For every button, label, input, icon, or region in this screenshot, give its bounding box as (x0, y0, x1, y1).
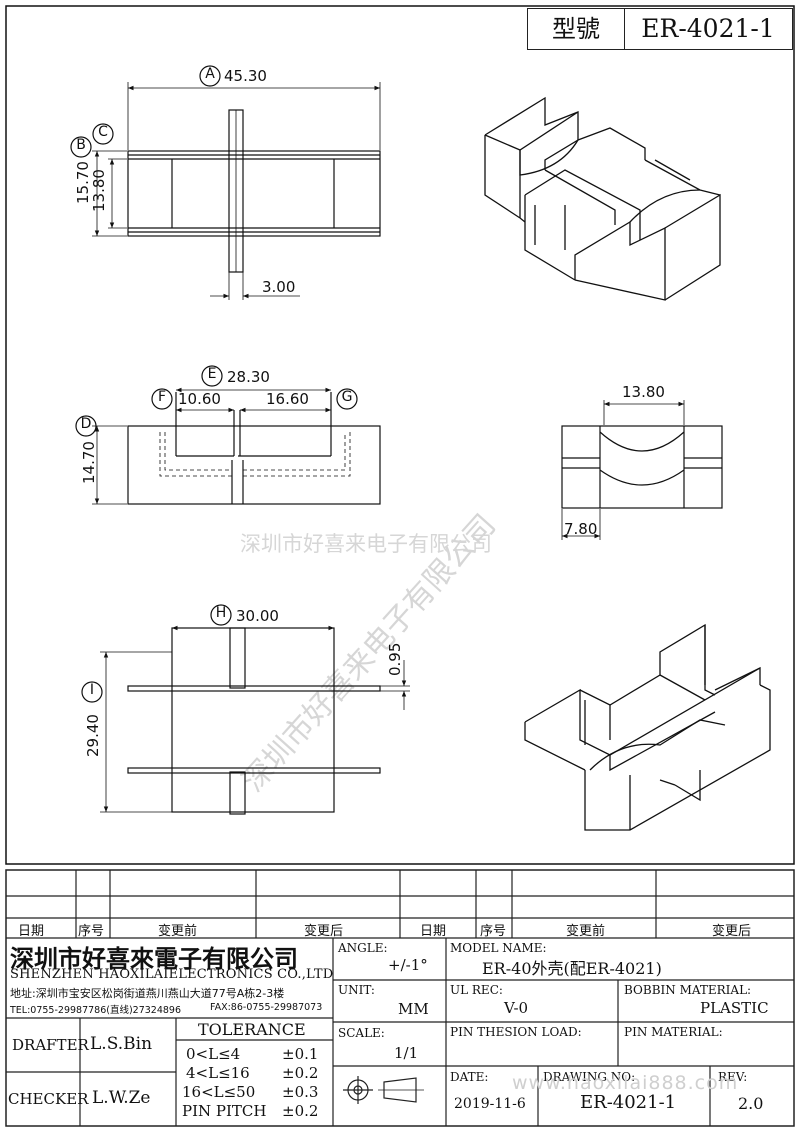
watermark-horizontal: 深圳市好喜来电子有限公司 (240, 532, 492, 556)
dim-side-bottom: 7.80 (564, 520, 598, 538)
tol-range-4: PIN PITCH (182, 1102, 267, 1120)
dim-f-value: 10.60 (178, 390, 221, 408)
company-name-en: SHENZHEN HAOXILAIELECTRONICS CO.,LTD (10, 967, 334, 982)
company-tel: TEL:0755-29987786(直线)27324896 (10, 1005, 182, 1016)
dim-b-tag: B (76, 137, 86, 153)
angle-value: +/-1° (388, 956, 428, 974)
drawing-views (5, 5, 795, 865)
model-name-label: MODEL NAME: (450, 941, 547, 955)
iso-view-1 (484, 96, 721, 301)
dim-pin-value: 3.00 (262, 278, 296, 296)
dim-h-value: 30.00 (236, 607, 279, 625)
tol-value-3: ±0.3 (282, 1083, 319, 1101)
tolerance-label: TOLERANCE (198, 1020, 306, 1039)
unit-label: UNIT: (338, 983, 375, 997)
model-box: 型號 ER-4021-1 (527, 8, 793, 50)
rev-before-label-1: 变更前 (158, 924, 198, 939)
pin-material-label: PIN MATERIAL: (624, 1025, 723, 1039)
unit-value: MM (398, 1000, 429, 1018)
dim-g-value: 16.60 (266, 390, 309, 408)
model-value: ER-4021-1 (641, 14, 775, 43)
rev-date-label-1: 日期 (18, 924, 45, 939)
scale-label: SCALE: (338, 1026, 385, 1040)
url-watermark: www.haoxilai888.com (512, 1072, 739, 1094)
rev-after-label-1: 变更后 (304, 924, 344, 939)
angle-label: ANGLE: (338, 941, 388, 955)
drafter-value: L.S.Bin (90, 1034, 153, 1054)
bobbin-material-value: PLASTIC (700, 999, 769, 1017)
tol-value-4: ±0.2 (282, 1102, 319, 1120)
rev-seq-label-1: 序号 (78, 924, 105, 939)
company-name-cn: 深圳市好喜來電子有限公司 (10, 944, 298, 973)
tol-value-2: ±0.2 (282, 1064, 319, 1082)
bobbin-material-label: BOBBIN MATERIAL: (624, 983, 752, 997)
tol-range-2: 4<L≤16 (186, 1064, 250, 1082)
tol-range-3: 16<L≤50 (182, 1083, 256, 1101)
date-label: DATE: (450, 1070, 489, 1084)
checker-value: L.W.Ze (92, 1088, 151, 1108)
rev-date-label-2: 日期 (420, 924, 447, 939)
iso-view-2 (524, 623, 771, 831)
rev-seq-label-2: 序号 (480, 924, 507, 939)
ul-value: V-0 (504, 999, 529, 1017)
dim-h-tag: H (215, 605, 227, 621)
dim-e-tag: E (207, 366, 217, 382)
drawing-no-label: DRAWING NO: (543, 1070, 636, 1084)
dim-a-tag: A (205, 66, 215, 82)
dim-i-tag: I (89, 682, 95, 698)
front-view (127, 392, 381, 505)
drafter-label: DRAFTER (12, 1036, 89, 1054)
pin-load-label: PIN THESION LOAD: (450, 1025, 582, 1039)
checker-label: CHECKER (8, 1090, 89, 1108)
dim-f-tag: F (157, 389, 167, 405)
dim-c-tag: C (98, 124, 108, 140)
rev-before-label-2: 变更前 (566, 924, 606, 939)
tol-value-1: ±0.1 (282, 1045, 319, 1063)
ul-label: UL REC: (450, 983, 503, 997)
rev-value: 2.0 (738, 1094, 764, 1113)
scale-value: 1/1 (394, 1044, 419, 1062)
frame (5, 5, 795, 865)
rev-after-label-2: 变更后 (712, 924, 752, 939)
dim-a-value: 45.30 (224, 67, 267, 85)
model-label: 型號 (528, 9, 625, 49)
top-view (127, 109, 381, 273)
company-fax: FAX:86-0755-29987073 (210, 1002, 323, 1013)
model-name-value: ER-40外壳(配ER-4021) (482, 959, 662, 978)
drawing-no-value: ER-4021-1 (580, 1092, 677, 1113)
company-address: 地址:深圳市宝安区松岗街道燕川燕山大道77号A栋2-3楼 (10, 987, 285, 1000)
rev-label: REV: (718, 1070, 748, 1084)
dim-e-value: 28.30 (227, 368, 270, 386)
dim-g-tag: G (341, 389, 353, 405)
date-value: 2019-11-6 (454, 1096, 526, 1112)
side-view (561, 425, 723, 509)
dim-side-width: 13.80 (622, 383, 665, 401)
tol-range-1: 0<L≤4 (186, 1045, 241, 1063)
dim-d-tag: D (80, 416, 92, 432)
